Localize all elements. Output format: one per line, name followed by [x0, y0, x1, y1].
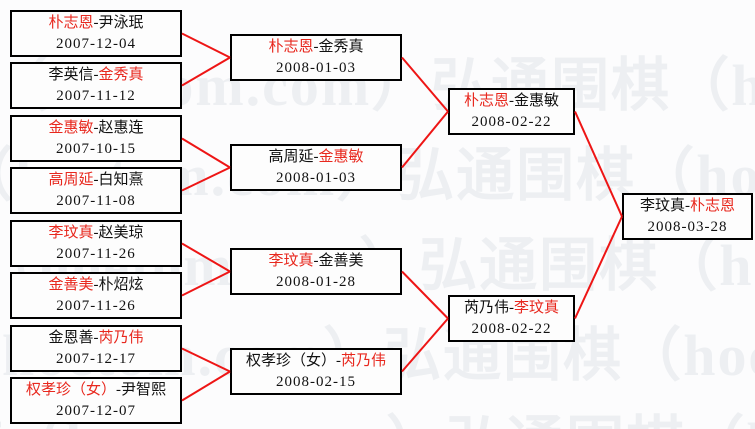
match-players: 李玟真-朴志恩	[640, 196, 735, 217]
match-players: 高周延-白知熹	[48, 170, 143, 191]
connector-line	[181, 270, 231, 297]
winner-name: 金惠敏	[318, 148, 364, 165]
connector-line	[401, 110, 449, 169]
player-name: -金秀真	[313, 38, 364, 55]
connector-line	[181, 166, 231, 192]
player-name: 高周延-	[268, 148, 319, 165]
connector-line	[181, 242, 231, 273]
match-players: 金恩善-芮乃伟	[48, 328, 143, 349]
match-players: 金善美-朴炤炫	[48, 275, 143, 296]
match-players: 朴志恩-金秀真	[268, 37, 363, 58]
player-name: 金恩善-	[48, 329, 99, 346]
match-date: 2007-11-26	[56, 245, 136, 262]
match-date: 2007-12-17	[56, 350, 136, 367]
player-name: -金惠敏	[509, 92, 559, 109]
winner-name: 朴志恩	[689, 197, 735, 214]
player-name: -金善美	[313, 252, 364, 269]
match-players: 朴志恩-尹泳珉	[48, 13, 143, 34]
winner-name: 芮乃伟	[340, 352, 386, 369]
match-date: 2007-11-26	[56, 297, 136, 314]
match-players: 金惠敏-赵惠连	[48, 118, 143, 139]
player-name: -尹智熙	[116, 381, 166, 398]
winner-name: 朴志恩	[463, 92, 509, 109]
winner-name: 金惠敏	[48, 119, 94, 136]
winner-name: 李玟真	[513, 299, 559, 316]
match-date: 2007-11-12	[56, 87, 136, 104]
match-date: 2008-02-22	[471, 113, 552, 130]
match-date: 2007-11-08	[56, 192, 136, 209]
player-name: 权孝珍（女）-	[245, 352, 341, 369]
winner-name: 李玟真	[268, 252, 314, 269]
match-date: 2008-01-03	[276, 169, 356, 186]
player-name: 李玟真-	[639, 197, 690, 214]
winner-name: 金善美	[48, 276, 94, 293]
player-name: -赵美琼	[93, 224, 144, 241]
player-name: 芮乃伟-	[463, 299, 514, 316]
winner-name: 朴志恩	[48, 14, 94, 31]
connector-line	[574, 216, 623, 319]
connector-line	[181, 32, 231, 59]
match-date: 2008-03-28	[647, 218, 728, 235]
connector-line	[574, 111, 623, 217]
player-name: -朴炤炫	[93, 276, 144, 293]
match-date: 2008-01-03	[276, 59, 356, 76]
player-name: 李英信-	[48, 66, 99, 83]
connector-line	[181, 347, 231, 373]
winner-name: 权孝珍（女）	[25, 381, 116, 398]
match-date: 2008-02-22	[471, 320, 552, 337]
match-players: 权孝珍（女）-芮乃伟	[246, 351, 386, 372]
match-date: 2007-10-15	[56, 140, 136, 157]
winner-name: 高周延	[48, 171, 94, 188]
connector-line	[401, 317, 449, 373]
connector-line	[181, 137, 231, 169]
match-players: 李英信-金秀真	[48, 65, 143, 86]
match-players: 权孝珍（女）-尹智熙	[26, 380, 166, 401]
match-players: 朴志恩-金惠敏	[464, 91, 559, 112]
winner-name: 朴志恩	[268, 38, 314, 55]
connector-line	[181, 56, 231, 87]
match-players: 李玟真-金善美	[268, 251, 363, 272]
player-name: -尹泳珉	[93, 14, 144, 31]
match-date: 2008-02-15	[276, 373, 356, 390]
match-date: 2007-12-07	[56, 402, 136, 419]
connector-line	[401, 56, 449, 113]
winner-name: 芮乃伟	[98, 329, 144, 346]
player-name: -白知熹	[93, 171, 144, 188]
winner-name: 李玟真	[48, 224, 94, 241]
player-name: -赵惠连	[93, 119, 144, 136]
match-date: 2008-01-28	[276, 273, 356, 290]
connector-line	[401, 270, 449, 320]
match-players: 高周延-金惠敏	[268, 147, 363, 168]
match-date: 2007-12-04	[56, 35, 136, 52]
match-players: 芮乃伟-李玟真	[464, 298, 559, 319]
connector-line	[181, 370, 231, 402]
winner-name: 金秀真	[98, 66, 144, 83]
match-players: 李玟真-赵美琼	[48, 223, 143, 244]
